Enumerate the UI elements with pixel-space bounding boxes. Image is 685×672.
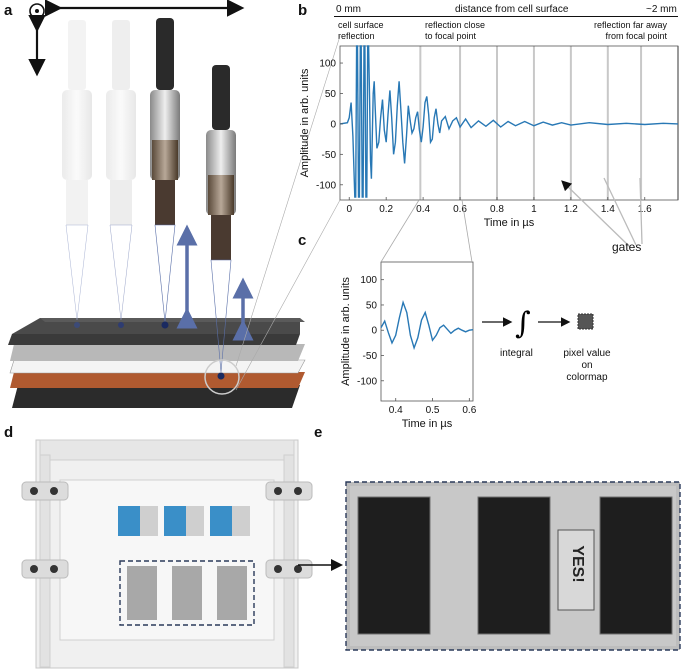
- scan-area-dashed: [119, 560, 255, 626]
- x-tick-label: 1.6: [638, 204, 652, 215]
- gates-label: gates: [612, 240, 642, 254]
- x-tick-label: 0.4: [389, 405, 403, 416]
- y-axis-label: Amplitude in arb. units: [299, 68, 311, 177]
- x-tick-label: 1.4: [601, 204, 615, 215]
- series-line: [380, 299, 474, 351]
- annotation-cell-surface: cell surface reflection: [338, 20, 384, 41]
- pixel-value-square: [577, 313, 594, 330]
- zoom-line-right: [461, 199, 473, 263]
- y-tick-label: -100: [357, 376, 377, 387]
- y-tick-label: 50: [366, 300, 378, 311]
- panel-label-e: e: [314, 424, 323, 441]
- panel-d-illustration: [21, 439, 343, 669]
- x-tick-label: 0.6: [453, 204, 467, 215]
- well-3: [599, 496, 673, 635]
- x-tick-label: 0.8: [490, 204, 504, 215]
- plot-frame: [339, 45, 679, 201]
- integral-label: integral: [500, 348, 533, 359]
- b-top-right-label: ~2 mm: [646, 4, 677, 15]
- holder-block-3: [210, 506, 232, 536]
- zoom-line-left: [380, 199, 420, 263]
- x-tick-label: 1.2: [564, 204, 578, 215]
- panel-label-a: a: [4, 2, 13, 19]
- annotation-close-focal: reflection close to focal point: [425, 20, 486, 41]
- panel-b-chart: 0 0.2 0.4 0.6 0.8 1 1.2 1.4 1.6 100 50 0 -50 -100Time…: [299, 45, 679, 229]
- x-tick-label: 0.5: [426, 405, 440, 416]
- zoom-circle: [204, 359, 240, 395]
- panel-label-d: d: [4, 424, 14, 441]
- y-tick-label: 0: [371, 326, 377, 337]
- well-1: [357, 496, 431, 635]
- x-tick-label: 0.4: [416, 204, 430, 215]
- holder-block-2: [164, 506, 186, 536]
- x-axis-label: Time in µs: [402, 418, 453, 430]
- x-tick-label: 1: [531, 204, 537, 215]
- holder-block-1: [118, 506, 140, 536]
- integral-symbol: ∫: [515, 306, 531, 341]
- series-line: [339, 45, 679, 198]
- y-tick-label: 0: [330, 119, 336, 130]
- x-axis-label: Time in µs: [484, 217, 535, 229]
- ultrasound-probe-3: [150, 18, 180, 329]
- annotation-far-focal: reflection far away from focal point: [594, 20, 668, 41]
- panel-label-c: c: [298, 232, 307, 249]
- logo-yes: YES!: [569, 545, 586, 583]
- panel-label-b: b: [298, 2, 308, 19]
- gates-pointers: [561, 177, 643, 248]
- y-tick-label: 100: [319, 59, 336, 70]
- b-distance-arrow: [334, 16, 678, 17]
- pixel-value-label: pixel value on colormap: [563, 348, 611, 383]
- y-tick-label: -100: [316, 180, 336, 191]
- x-tick-label: 0.2: [379, 204, 393, 215]
- sample-stack: [8, 318, 306, 408]
- plot-frame: [380, 261, 474, 402]
- panel-a-illustration: [8, 0, 341, 408]
- y-tick-label: -50: [322, 150, 337, 161]
- b-top-center-label: distance from cell surface: [455, 4, 569, 15]
- x-tick-label: 0: [346, 204, 352, 215]
- ultrasound-probe-ghost-2: [106, 20, 136, 328]
- x-tick-label: 0.6: [462, 405, 476, 416]
- y-tick-label: -50: [363, 351, 378, 362]
- y-tick-label: 100: [360, 275, 377, 286]
- well-2: [477, 496, 551, 635]
- ultrasound-probe-4: [206, 65, 236, 380]
- ultrasound-probe-ghost-1: [62, 20, 92, 328]
- integral-pipeline: ∫: [482, 306, 594, 341]
- panel-e-scan-image: [345, 481, 681, 651]
- b-top-left-label: 0 mm: [336, 4, 361, 15]
- y-axis-label: Amplitude in arb. units: [340, 277, 352, 386]
- y-tick-label: 50: [325, 89, 337, 100]
